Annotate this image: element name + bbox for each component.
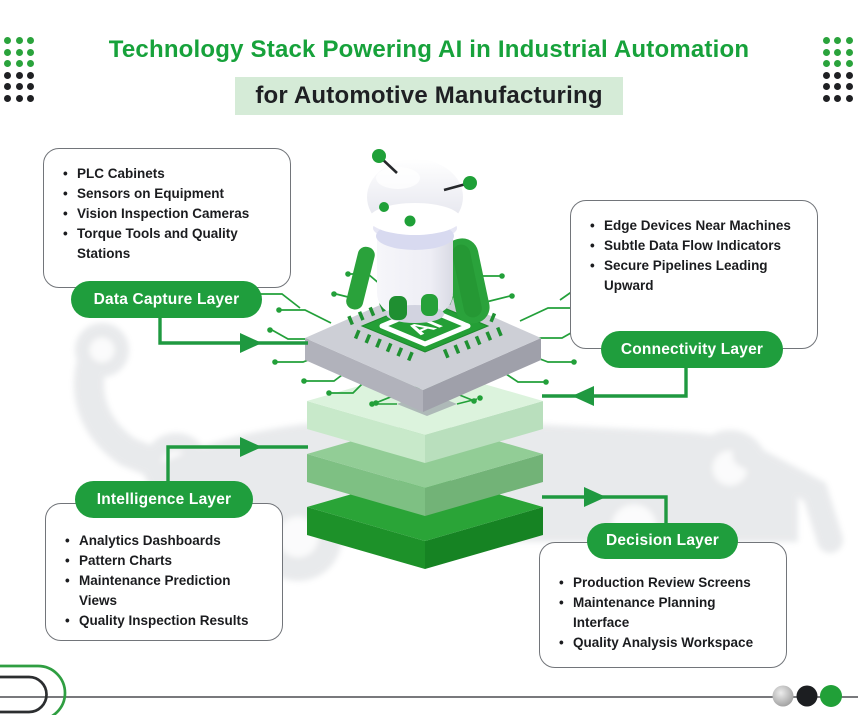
dot	[846, 48, 853, 56]
dot	[846, 37, 853, 44]
dot	[822, 83, 830, 91]
dot	[834, 71, 842, 79]
dot	[27, 48, 35, 56]
callout-decision: Production Review Screens Maintenance Pl…	[539, 542, 787, 668]
arrowhead-left-icon	[572, 386, 594, 406]
connector-data-capture	[158, 316, 308, 345]
callout-connectivity: Edge Devices Near Machines Subtle Data F…	[570, 200, 818, 349]
page-title: Technology Stack Powering AI in Industri…	[108, 36, 750, 63]
dot	[15, 48, 23, 56]
list-item: Quality Inspection Results	[64, 611, 268, 631]
dot	[15, 83, 23, 91]
dot	[834, 37, 842, 44]
footer-circle-black	[796, 685, 818, 707]
dot	[4, 37, 11, 44]
list-item: Vision Inspection Cameras	[62, 204, 276, 224]
callout-data-capture: PLC Cabinets Sensors on Equipment Vision…	[43, 148, 291, 288]
arrowhead-right-icon	[240, 333, 262, 353]
dot	[822, 94, 830, 102]
dot	[4, 94, 11, 102]
connector-connectivity	[542, 367, 688, 398]
arrowhead-right-icon	[240, 437, 262, 457]
list-item: Quality Analysis Workspace	[558, 633, 772, 653]
intelligence-item-list: Analytics Dashboards Pattern Charts Main…	[64, 531, 268, 631]
decision-item-list: Production Review Screens Maintenance Pl…	[558, 573, 772, 653]
list-item: Secure Pipelines Leading Upward	[589, 256, 803, 296]
connector-lines	[158, 316, 688, 525]
dot	[4, 83, 11, 91]
list-item: Pattern Charts	[64, 551, 268, 571]
dot	[834, 48, 842, 56]
dot	[27, 60, 35, 68]
list-item: Maintenance Prediction Views	[64, 571, 268, 611]
list-item: Analytics Dashboards	[64, 531, 268, 551]
footer-circle-silver	[772, 685, 794, 707]
list-item: Torque Tools and Quality Stations	[62, 224, 276, 264]
dot	[822, 71, 830, 79]
dot	[27, 83, 35, 91]
dot	[846, 71, 853, 79]
label-decision-layer: Decision Layer	[587, 523, 738, 559]
list-item: Maintenance Planning Interface	[558, 593, 772, 633]
label-connectivity-layer: Connectivity Layer	[601, 331, 783, 368]
arrowhead-right-icon	[584, 487, 606, 507]
connectivity-item-list: Edge Devices Near Machines Subtle Data F…	[589, 216, 803, 296]
list-item: Sensors on Equipment	[62, 184, 276, 204]
dot	[822, 48, 830, 56]
robot-mascot-icon	[346, 149, 490, 324]
dot	[15, 71, 23, 79]
label-data-capture-layer: Data Capture Layer	[71, 281, 262, 318]
dot-grid-decoration	[4, 37, 35, 102]
page-subtitle: for Automotive Manufacturing	[235, 77, 623, 115]
label-intelligence-layer: Intelligence Layer	[75, 481, 253, 518]
dot-grid-decoration	[822, 37, 853, 102]
dot	[27, 71, 35, 79]
dot	[846, 94, 853, 102]
callout-intelligence: Analytics Dashboards Pattern Charts Main…	[45, 503, 283, 641]
dot	[834, 94, 842, 102]
dot	[822, 37, 830, 44]
dot	[15, 60, 23, 68]
connector-decision	[542, 495, 668, 525]
dot	[834, 83, 842, 91]
dot	[27, 94, 35, 102]
dot	[834, 60, 842, 68]
list-item: PLC Cabinets	[62, 164, 276, 184]
dot	[15, 37, 23, 44]
footer-decoration	[0, 664, 858, 715]
dot	[27, 37, 35, 44]
dot	[4, 48, 11, 56]
list-item: Production Review Screens	[558, 573, 772, 593]
dot	[4, 71, 11, 79]
dot	[4, 60, 11, 68]
data-capture-item-list: PLC Cabinets Sensors on Equipment Vision…	[62, 164, 276, 264]
dot	[822, 60, 830, 68]
footer-circle-green	[820, 685, 842, 707]
dot	[15, 94, 23, 102]
list-item: Edge Devices Near Machines	[589, 216, 803, 236]
dot	[846, 83, 853, 91]
list-item: Subtle Data Flow Indicators	[589, 236, 803, 256]
dot	[846, 60, 853, 68]
page-subtitle-row: for Automotive Manufacturing	[0, 77, 858, 115]
